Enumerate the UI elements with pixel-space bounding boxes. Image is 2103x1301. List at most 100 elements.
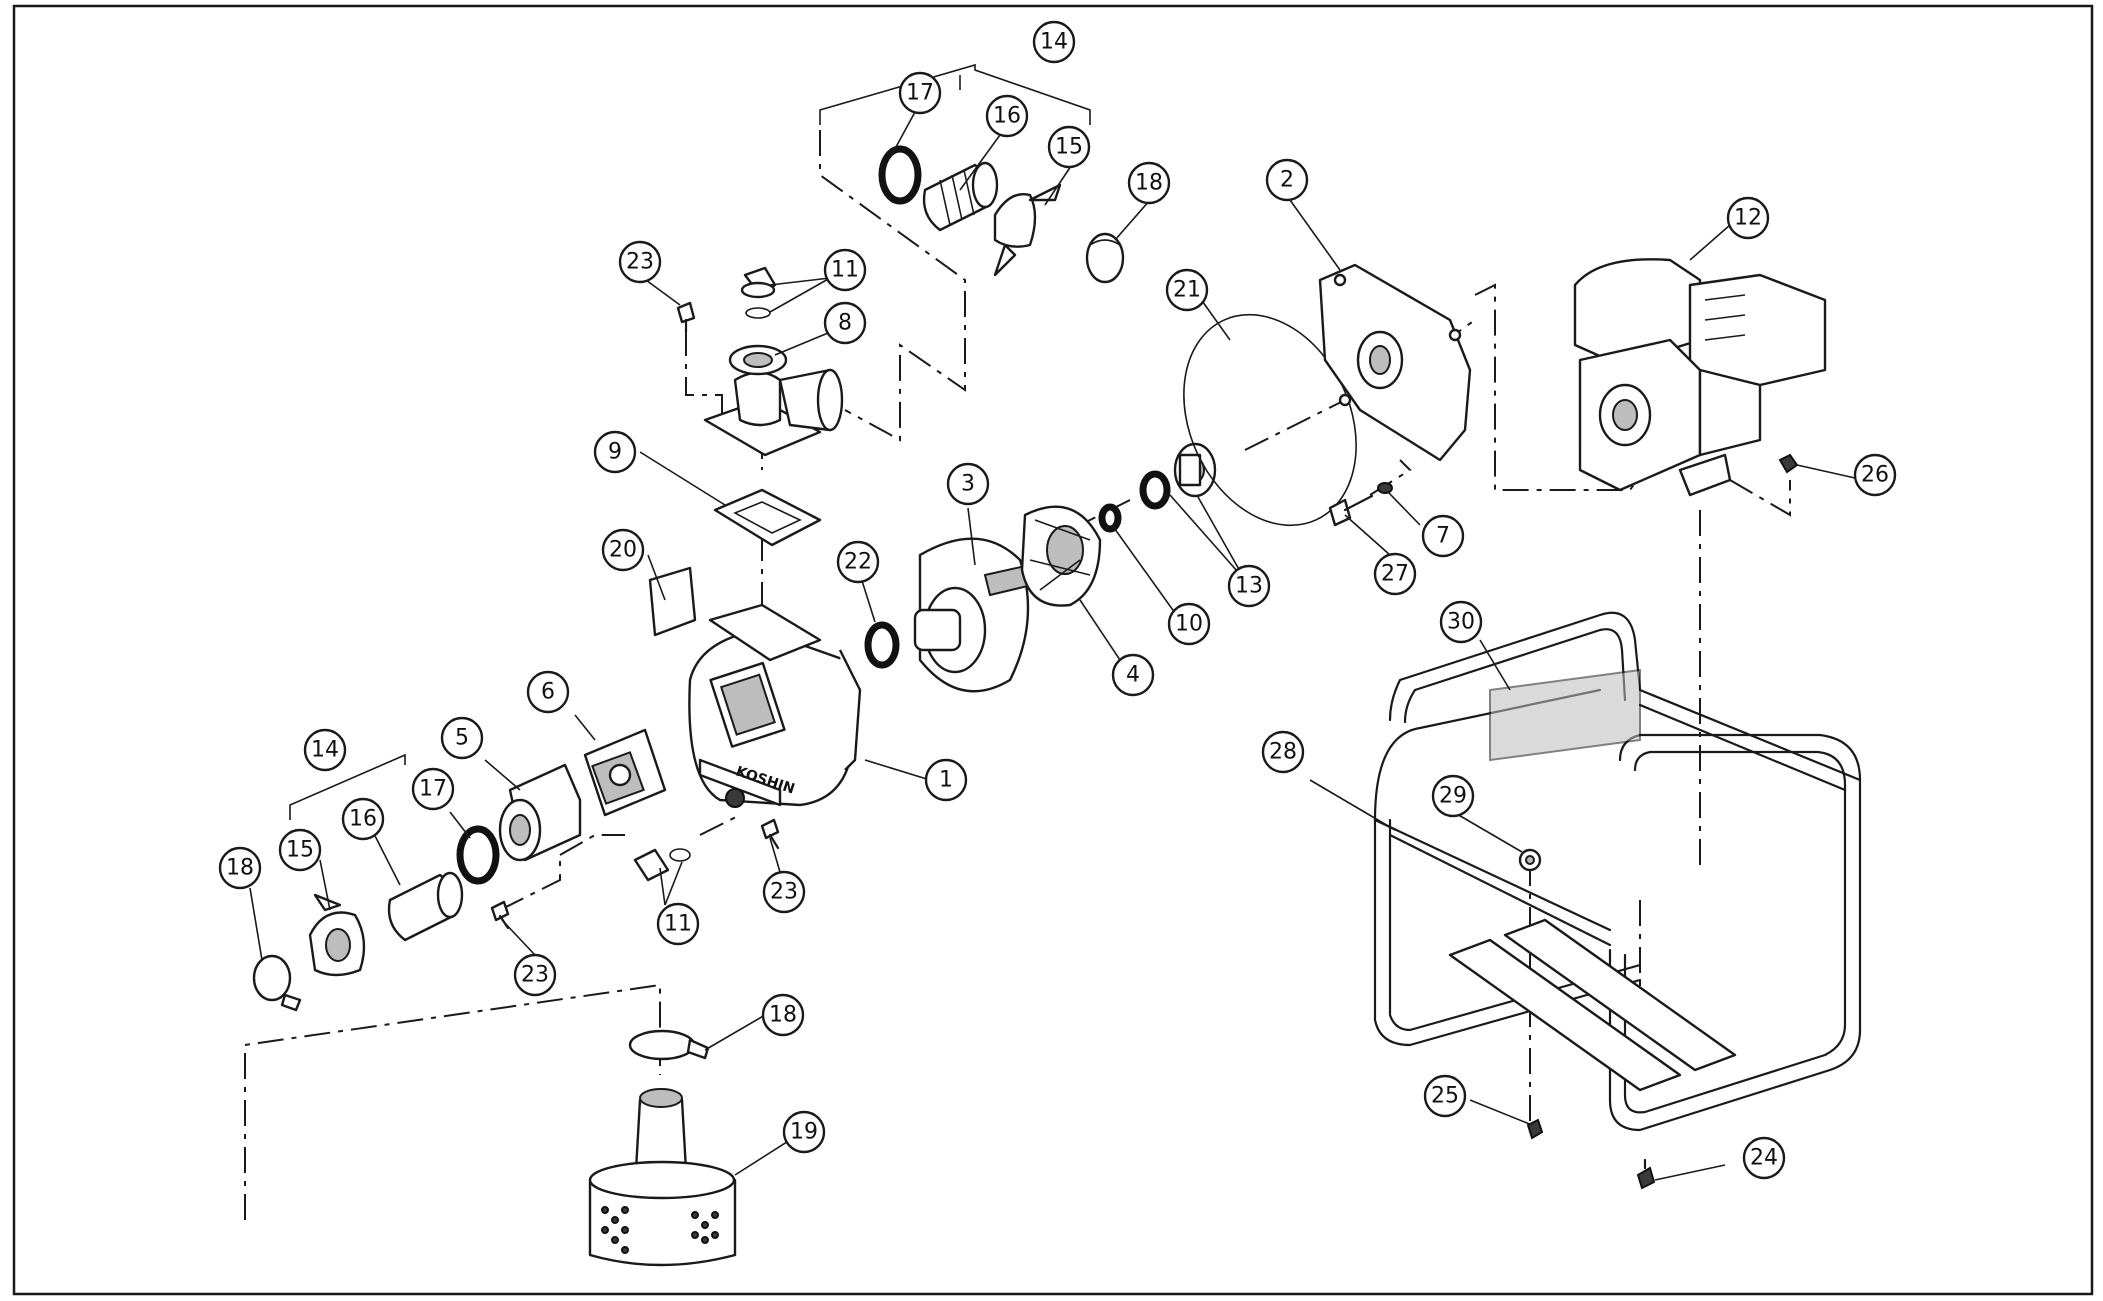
callout-c18a: 18 bbox=[1127, 161, 1171, 205]
callout-circle bbox=[761, 993, 805, 1037]
callout-c29: 29 bbox=[1431, 774, 1475, 818]
callout-circle bbox=[593, 430, 637, 474]
callout-bubbles: 1234567891011111213141415151616171718181… bbox=[218, 20, 1897, 1180]
callout-number: 10 bbox=[1175, 612, 1203, 637]
drawing-frame bbox=[12, 4, 2094, 1296]
callout-c2: 2 bbox=[1265, 158, 1309, 202]
inlet-hose-fittings bbox=[252, 728, 667, 1012]
callout-circle bbox=[1423, 1074, 1467, 1118]
callout-circle bbox=[513, 953, 557, 997]
callout-number: 18 bbox=[226, 856, 254, 881]
callout-number: 15 bbox=[286, 838, 314, 863]
callout-number: 29 bbox=[1439, 784, 1467, 809]
callout-c14a: 14 bbox=[1032, 20, 1076, 64]
callout-number: 25 bbox=[1431, 1084, 1459, 1109]
callout-c28: 28 bbox=[1261, 730, 1305, 774]
callout-c17b: 17 bbox=[411, 767, 455, 811]
callout-circle bbox=[1439, 600, 1483, 644]
callout-c25: 25 bbox=[1423, 1074, 1467, 1118]
pump-housing-part: KOSHIN bbox=[688, 603, 862, 808]
volute-casing-part bbox=[913, 537, 1034, 693]
callout-number: 18 bbox=[769, 1003, 797, 1028]
callout-c19: 19 bbox=[782, 1110, 826, 1154]
elbow-part bbox=[703, 344, 844, 457]
callout-number: 14 bbox=[311, 738, 339, 763]
callout-c15b: 15 bbox=[278, 828, 322, 872]
callout-c11a: 11 bbox=[823, 248, 867, 292]
hex-bolt-part bbox=[1328, 494, 1374, 527]
callout-number: 23 bbox=[521, 963, 549, 988]
callout-circle bbox=[526, 670, 570, 714]
callout-c30: 30 bbox=[1439, 600, 1483, 644]
callout-circle bbox=[1431, 774, 1475, 818]
mechanical-seal-part bbox=[1139, 442, 1217, 510]
callout-c6: 6 bbox=[526, 670, 570, 714]
callout-c20: 20 bbox=[601, 528, 645, 572]
callout-circle bbox=[924, 758, 968, 802]
callout-number: 26 bbox=[1861, 463, 1889, 488]
callout-circle bbox=[1127, 161, 1171, 205]
callout-circle bbox=[1421, 514, 1465, 558]
callout-circle bbox=[836, 540, 880, 584]
callout-c15a: 15 bbox=[1047, 125, 1091, 169]
drain-plug-part-lower bbox=[633, 848, 691, 882]
frame-bolt-part-25 bbox=[1526, 1118, 1544, 1140]
callout-c4: 4 bbox=[1111, 653, 1155, 697]
callout-c27: 27 bbox=[1373, 552, 1417, 596]
callout-circle bbox=[601, 528, 645, 572]
callout-number: 12 bbox=[1734, 206, 1762, 231]
callout-number: 2 bbox=[1280, 168, 1294, 193]
callout-c11b: 11 bbox=[656, 902, 700, 946]
callout-c8: 8 bbox=[823, 301, 867, 345]
callout-number: 23 bbox=[626, 250, 654, 275]
drain-plug-part-upper bbox=[740, 266, 777, 319]
o-ring-part-22 bbox=[864, 621, 900, 669]
callout-circle bbox=[1853, 453, 1897, 497]
callout-number: 18 bbox=[1135, 171, 1163, 196]
callout-c9: 9 bbox=[593, 430, 637, 474]
callout-number: 23 bbox=[770, 880, 798, 905]
callout-number: 16 bbox=[993, 104, 1021, 129]
callout-c12: 12 bbox=[1726, 196, 1770, 240]
washer-part bbox=[1098, 503, 1122, 533]
callout-c23c: 23 bbox=[513, 953, 557, 997]
callout-c24: 24 bbox=[1742, 1136, 1786, 1180]
callout-number: 7 bbox=[1436, 524, 1450, 549]
callout-circle bbox=[1742, 1136, 1786, 1180]
callout-c16a: 16 bbox=[985, 94, 1029, 138]
callout-number: 21 bbox=[1173, 278, 1201, 303]
frame-bolt-part-24 bbox=[1636, 1166, 1656, 1190]
callout-number: 27 bbox=[1381, 562, 1409, 587]
assembly-lines bbox=[244, 130, 1791, 1220]
callout-circle bbox=[985, 94, 1029, 138]
callout-circle bbox=[411, 767, 455, 811]
callout-circle bbox=[898, 71, 942, 115]
callout-c23a: 23 bbox=[618, 240, 662, 284]
callout-circle bbox=[656, 902, 700, 946]
callout-circle bbox=[1265, 158, 1309, 202]
callout-circle bbox=[823, 301, 867, 345]
callout-number: 24 bbox=[1750, 1146, 1778, 1171]
callout-number: 17 bbox=[906, 81, 934, 106]
callout-circle bbox=[1261, 730, 1305, 774]
callout-c13: 13 bbox=[1227, 564, 1271, 608]
frame-part bbox=[1373, 611, 1862, 1132]
callout-number: 14 bbox=[1040, 30, 1068, 55]
callout-c23b: 23 bbox=[762, 870, 806, 914]
callout-circle bbox=[218, 846, 262, 890]
callout-number: 6 bbox=[541, 680, 555, 705]
callout-circle bbox=[278, 828, 322, 872]
callout-c18c: 18 bbox=[761, 993, 805, 1037]
callout-circle bbox=[1111, 653, 1155, 697]
callout-number: 5 bbox=[455, 726, 469, 751]
label-decal-part bbox=[648, 566, 697, 637]
callout-c7: 7 bbox=[1421, 514, 1465, 558]
callout-circle bbox=[341, 797, 385, 841]
callout-number: 13 bbox=[1235, 574, 1263, 599]
callout-number: 3 bbox=[961, 472, 975, 497]
bolt-parts bbox=[490, 301, 780, 930]
callout-number: 16 bbox=[349, 807, 377, 832]
callout-number: 28 bbox=[1269, 740, 1297, 765]
callout-number: 8 bbox=[838, 311, 852, 336]
